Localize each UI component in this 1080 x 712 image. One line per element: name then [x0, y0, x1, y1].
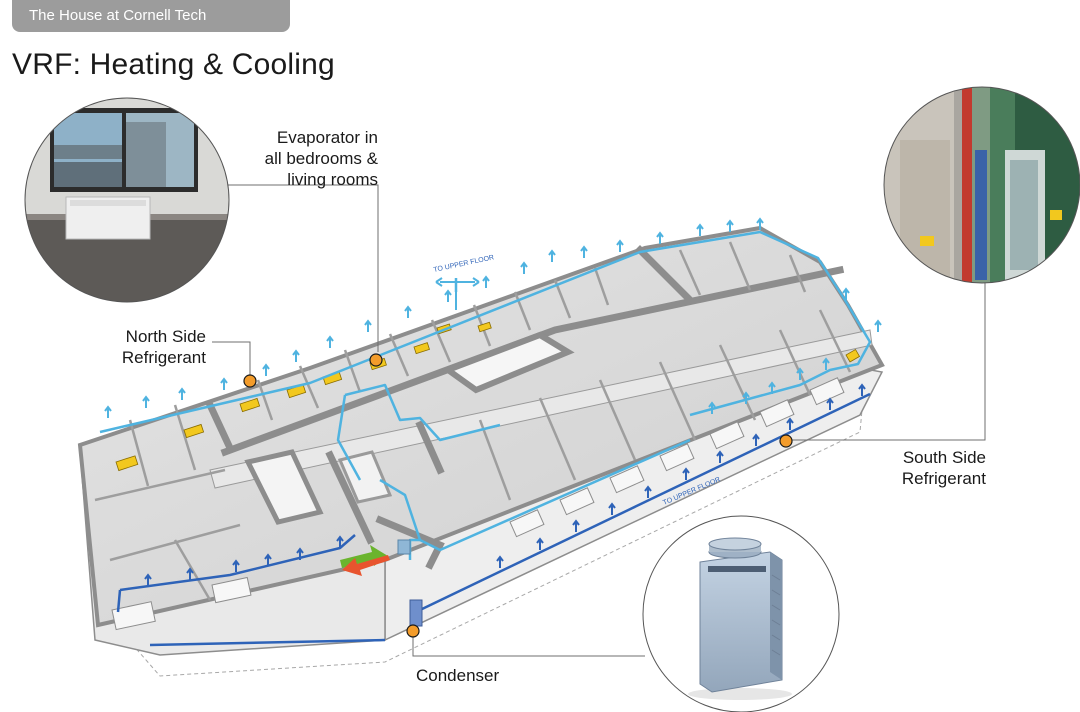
riser-arrow [716, 450, 724, 463]
riser-arrow [232, 559, 240, 572]
riser-arrow [796, 367, 804, 380]
condenser-leader [412, 630, 645, 657]
riser-arrow [580, 245, 588, 258]
riser-arrow [842, 287, 850, 300]
riser-arrow [296, 547, 304, 560]
shaft-unit [397, 539, 411, 555]
riser-arrow [708, 401, 716, 414]
riser-arrow [536, 537, 544, 550]
riser-arrow [264, 553, 272, 566]
evaporator-unit [845, 348, 861, 363]
riser-arrow [742, 391, 750, 404]
riser-arrow [142, 395, 150, 408]
callout-markers [243, 353, 793, 638]
south-label-line: Refrigerant [901, 469, 986, 488]
riser-arrow [608, 502, 616, 515]
riser-arrow [178, 387, 186, 400]
south-marker [779, 434, 793, 448]
evaporator-photo [25, 98, 229, 302]
evaporator-photo-frame [24, 97, 230, 303]
riser-arrow [756, 217, 764, 230]
condenser-on-plan [409, 599, 423, 627]
corridor [209, 329, 873, 489]
riser-arrow [768, 381, 776, 394]
riser-arrow [826, 397, 834, 410]
riser-arrow [364, 319, 372, 332]
riser-arrow [572, 519, 580, 532]
evaporator-label: Evaporator in all bedrooms & living room… [265, 127, 378, 190]
refrigerant-photo-frame [883, 86, 1080, 284]
foundation-outline [117, 409, 863, 677]
riser-arrow [858, 383, 866, 396]
riser-arrow [262, 363, 270, 376]
riser-arrow [874, 319, 882, 332]
south-label-line: South Side [902, 448, 986, 467]
south-leader [787, 283, 986, 441]
north-leader [212, 341, 251, 376]
riser-arrow [186, 567, 194, 580]
riser-arrow [104, 405, 112, 418]
atrium-void [441, 331, 575, 394]
evaporator-unit [115, 455, 139, 472]
riser-arrow [726, 219, 734, 232]
condenser-photo [643, 516, 839, 712]
riser-arrow [786, 417, 794, 430]
riser-arrow [822, 357, 830, 370]
riser-arrow [496, 555, 504, 568]
evaporator-marker [369, 353, 383, 367]
condenser-airflow [340, 545, 390, 576]
evaporator-leader [222, 184, 379, 352]
interior-walls [205, 245, 845, 570]
evaporator-label-line: living rooms [287, 170, 378, 189]
south-refrigerant-label: South Side Refrigerant [902, 447, 986, 489]
north-refrigerant-label: North Side Refrigerant [122, 326, 206, 368]
riser-arrow [482, 275, 490, 288]
north-label-line: North Side [125, 327, 206, 346]
callout-leaders [212, 184, 986, 657]
north-label-line: Refrigerant [121, 348, 206, 367]
condenser-photo-frame [642, 515, 840, 712]
header-tag-text: The House at Cornell Tech [29, 7, 207, 24]
riser-arrow [292, 349, 300, 362]
riser-arrow [616, 239, 624, 252]
riser-arrow [404, 305, 412, 318]
condenser-marker [406, 624, 420, 638]
riser-arrow [752, 433, 760, 446]
condenser-label: Condenser [416, 666, 500, 685]
south-refrigerant-pipe [116, 392, 871, 647]
riser-arrow [144, 573, 152, 586]
return-arrow [342, 555, 390, 576]
upper-floor-label-north: TO UPPER FLOOR [433, 254, 495, 274]
evaporator-unit [413, 342, 430, 355]
riser-arrow [336, 535, 344, 548]
refrigerant-photo [884, 87, 1080, 283]
north-marker [243, 374, 257, 388]
riser-arrow [656, 231, 664, 244]
riser-arrow [548, 249, 556, 262]
riser-arrow [682, 467, 690, 480]
upper-floor-riser-north [435, 277, 480, 310]
header-tag: The House at Cornell Tech [12, 0, 290, 32]
evaporator-label-line: Evaporator in [276, 128, 378, 147]
room-partitions [94, 241, 852, 601]
riser-arrow [644, 485, 652, 498]
evaporator-unit [183, 423, 205, 439]
south-windows [111, 377, 845, 631]
riser-arrow [326, 335, 334, 348]
evaporator-unit [477, 321, 492, 333]
riser-arrow [444, 289, 452, 302]
pipe-riser-arrows [104, 217, 882, 586]
evaporator-label-line: all bedrooms & [264, 149, 378, 168]
riser-arrow [520, 261, 528, 274]
evaporator-unit [239, 397, 261, 413]
riser-arrow [220, 377, 228, 390]
riser-arrow [696, 223, 704, 236]
page-title: VRF: Heating & Cooling [12, 48, 335, 81]
stair-void [244, 449, 324, 525]
evaporator-units [115, 321, 861, 472]
